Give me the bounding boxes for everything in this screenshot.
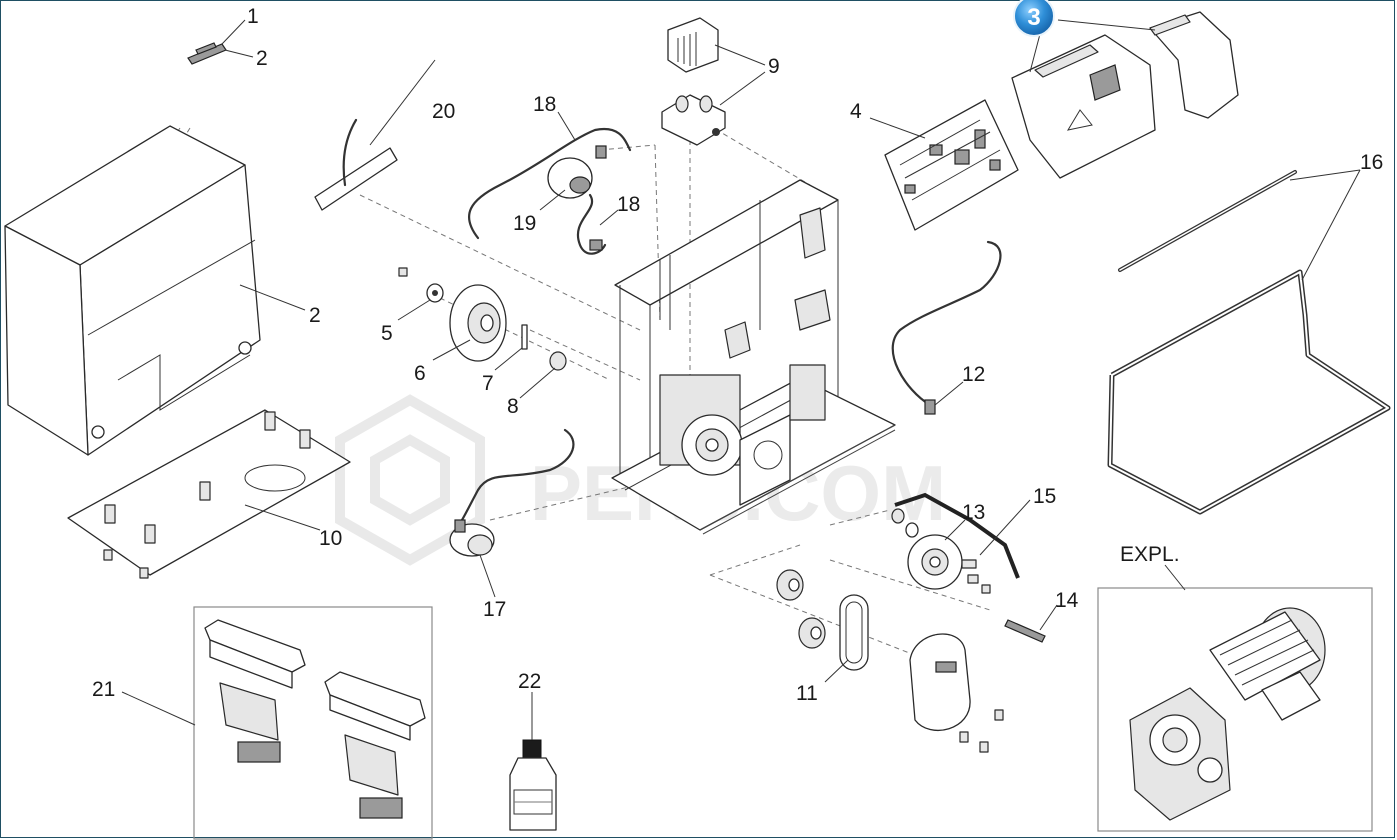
callout-14: 14 <box>1055 589 1079 612</box>
part-encoder <box>449 428 575 557</box>
callout-17: 17 <box>483 598 506 621</box>
part-release-kit <box>193 606 433 840</box>
callout-badge-3: 3 <box>1013 0 1055 37</box>
callout-5: 5 <box>381 322 393 345</box>
callout-12: 12 <box>962 363 985 386</box>
callout-19: 19 <box>513 212 536 235</box>
callout-16: 16 <box>1360 151 1383 174</box>
callout-21: 21 <box>92 678 115 701</box>
part-capacitor <box>661 17 726 146</box>
callout-labels: 1 2 2 4 5 6 7 8 9 10 11 12 13 14 15 16 1… <box>92 5 1383 705</box>
callout-2-cap: 2 <box>256 47 268 70</box>
callout-2-cover: 2 <box>309 304 321 327</box>
expl-assembly-view <box>1097 587 1373 832</box>
part-control-board <box>884 99 1019 231</box>
callout-4: 4 <box>850 100 862 123</box>
badge-label: 3 <box>1027 4 1040 31</box>
callout-10: 10 <box>319 527 342 550</box>
part-motor-frame <box>611 179 896 535</box>
part-belt-rollers <box>776 569 1004 753</box>
callout-22: 22 <box>518 670 541 693</box>
part-sensor-wiring <box>467 127 632 255</box>
part-base-plate <box>67 409 351 579</box>
part-gear-set <box>398 267 567 371</box>
callout-9: 9 <box>768 55 780 78</box>
part-lid <box>1011 11 1239 179</box>
part-gasket <box>1107 170 1391 515</box>
callout-expl: EXPL. <box>1120 543 1180 566</box>
callout-1: 1 <box>247 5 259 28</box>
callout-11: 11 <box>796 682 818 705</box>
part-cover <box>4 125 261 456</box>
part-limit-bracket <box>314 118 398 211</box>
leader-lines <box>121 19 1361 740</box>
callout-18-right: 18 <box>617 193 640 216</box>
callout-15: 15 <box>1033 485 1056 508</box>
part-pulley-group <box>891 492 1046 643</box>
callout-6: 6 <box>414 362 426 385</box>
callout-13: 13 <box>962 501 985 524</box>
callout-8: 8 <box>507 395 519 418</box>
part-small-plug <box>187 42 227 65</box>
callout-18-top: 18 <box>533 93 556 116</box>
part-antenna-cable <box>891 240 1002 415</box>
callout-7: 7 <box>482 372 494 395</box>
callout-20: 20 <box>432 100 455 123</box>
part-oil-bottle <box>509 739 557 831</box>
